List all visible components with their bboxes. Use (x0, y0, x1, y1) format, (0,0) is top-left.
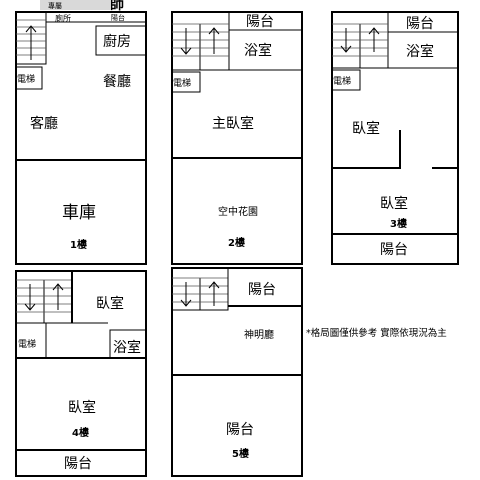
floor-1-kitchen (95, 25, 147, 56)
stair-arrow-down-icon (340, 28, 352, 53)
logo-background (40, 0, 110, 10)
stair-arrow-up-icon (208, 27, 220, 54)
stair-arrow-up-icon (368, 27, 380, 52)
floor-1-kitchen-label: 廚房 (103, 33, 131, 50)
floor-2-elevator-label: 電梯 (173, 77, 191, 89)
floor-3-balcony-bottom-label: 陽台 (380, 242, 408, 258)
floor-3-plan: 陽台 浴室 電梯 臥室 臥室 3樓 陽台 (331, 11, 459, 265)
floor-4-balcony-label: 陽台 (64, 456, 92, 472)
floor-1-balcony-label: 陽台 (111, 13, 125, 22)
stair-arrow-down-icon (180, 28, 192, 55)
floor-4-bedroom-upper-label: 臥室 (96, 295, 124, 312)
floor-4-bedroom-lower-label: 臥室 (68, 399, 96, 416)
floor-3-bathroom-label: 浴室 (406, 43, 434, 60)
floor-1-elevator-label: 電梯 (17, 73, 35, 85)
floor-3-bedroom-upper-label: 臥室 (352, 120, 380, 137)
floor-1-label: 1樓 (70, 238, 87, 251)
floor-2-bathroom-label: 浴室 (244, 42, 272, 59)
floor-1-toilet-label: 廁所 (55, 13, 71, 23)
floor-5-balcony-top-label: 陽台 (248, 282, 276, 298)
floor-2-elevator (171, 71, 201, 93)
floor-4-label: 4樓 (72, 426, 89, 439)
floor-4-outline (15, 270, 147, 477)
disclaimer-note: *格局圖僅供參考 實際依現況為主 (306, 327, 447, 339)
floor-3-outline (331, 11, 459, 265)
floor-1-elevator (15, 66, 43, 90)
floor-2-sky-garden-label: 空中花園 (218, 205, 258, 218)
floor-4-plan: 臥室 電梯 浴室 臥室 4樓 陽台 (15, 270, 147, 477)
floor-2-plan: 陽台 浴室 電梯 主臥室 空中花園 2樓 (171, 11, 303, 265)
floor-3-label: 3樓 (390, 217, 407, 230)
stair-arrow-up-icon (208, 281, 220, 306)
stair-arrow-up-icon (25, 25, 37, 60)
floor-2-outline (171, 11, 303, 265)
floor-5-balcony-bottom-label: 陽台 (226, 422, 254, 438)
logo-brand: 師 (110, 0, 124, 13)
floor-5-outline (171, 267, 303, 477)
floor-2-label: 2樓 (228, 236, 245, 249)
floor-1-stairs (15, 11, 47, 65)
floor-1-living-label: 客廳 (30, 115, 58, 132)
floor-4-bathroom-label: 浴室 (113, 339, 141, 356)
floor-2-balcony-label: 陽台 (246, 14, 274, 30)
floor-1-plan: 廁所 陽台 廚房 電梯 餐廳 客廳 車庫 1樓 (15, 11, 147, 265)
floor-3-partition (332, 130, 401, 169)
floor-5-plan: 陽台 神明廳 陽台 5樓 (171, 267, 303, 477)
floor-3-balcony-top-label: 陽台 (406, 16, 434, 32)
floor-1-dining-label: 餐廳 (103, 73, 131, 90)
floor-5-stair-treads (172, 277, 228, 303)
floor-4-bathroom (109, 329, 147, 359)
stair-arrow-up-icon (52, 283, 64, 310)
floor-3-stair-treads (332, 23, 388, 57)
floor-4-elevator-label: 電梯 (18, 338, 36, 350)
floor-5-label: 5樓 (232, 447, 249, 460)
stair-arrow-down-icon (180, 282, 192, 307)
floor-1-garage-label: 車庫 (62, 203, 96, 223)
logo-text: 專屬 (48, 1, 62, 10)
floor-3-bedroom-lower-label: 臥室 (380, 195, 408, 212)
floor-3-elevator (331, 69, 361, 91)
stair-arrow-down-icon (24, 284, 36, 311)
floor-3-elevator-label: 電梯 (333, 75, 351, 87)
floor-2-master-bedroom-label: 主臥室 (212, 115, 254, 132)
floor-1-outline (15, 11, 147, 265)
floor-5-shrine-hall-label: 神明廳 (244, 328, 274, 341)
brand-logo: 專屬 師 (40, 0, 124, 13)
